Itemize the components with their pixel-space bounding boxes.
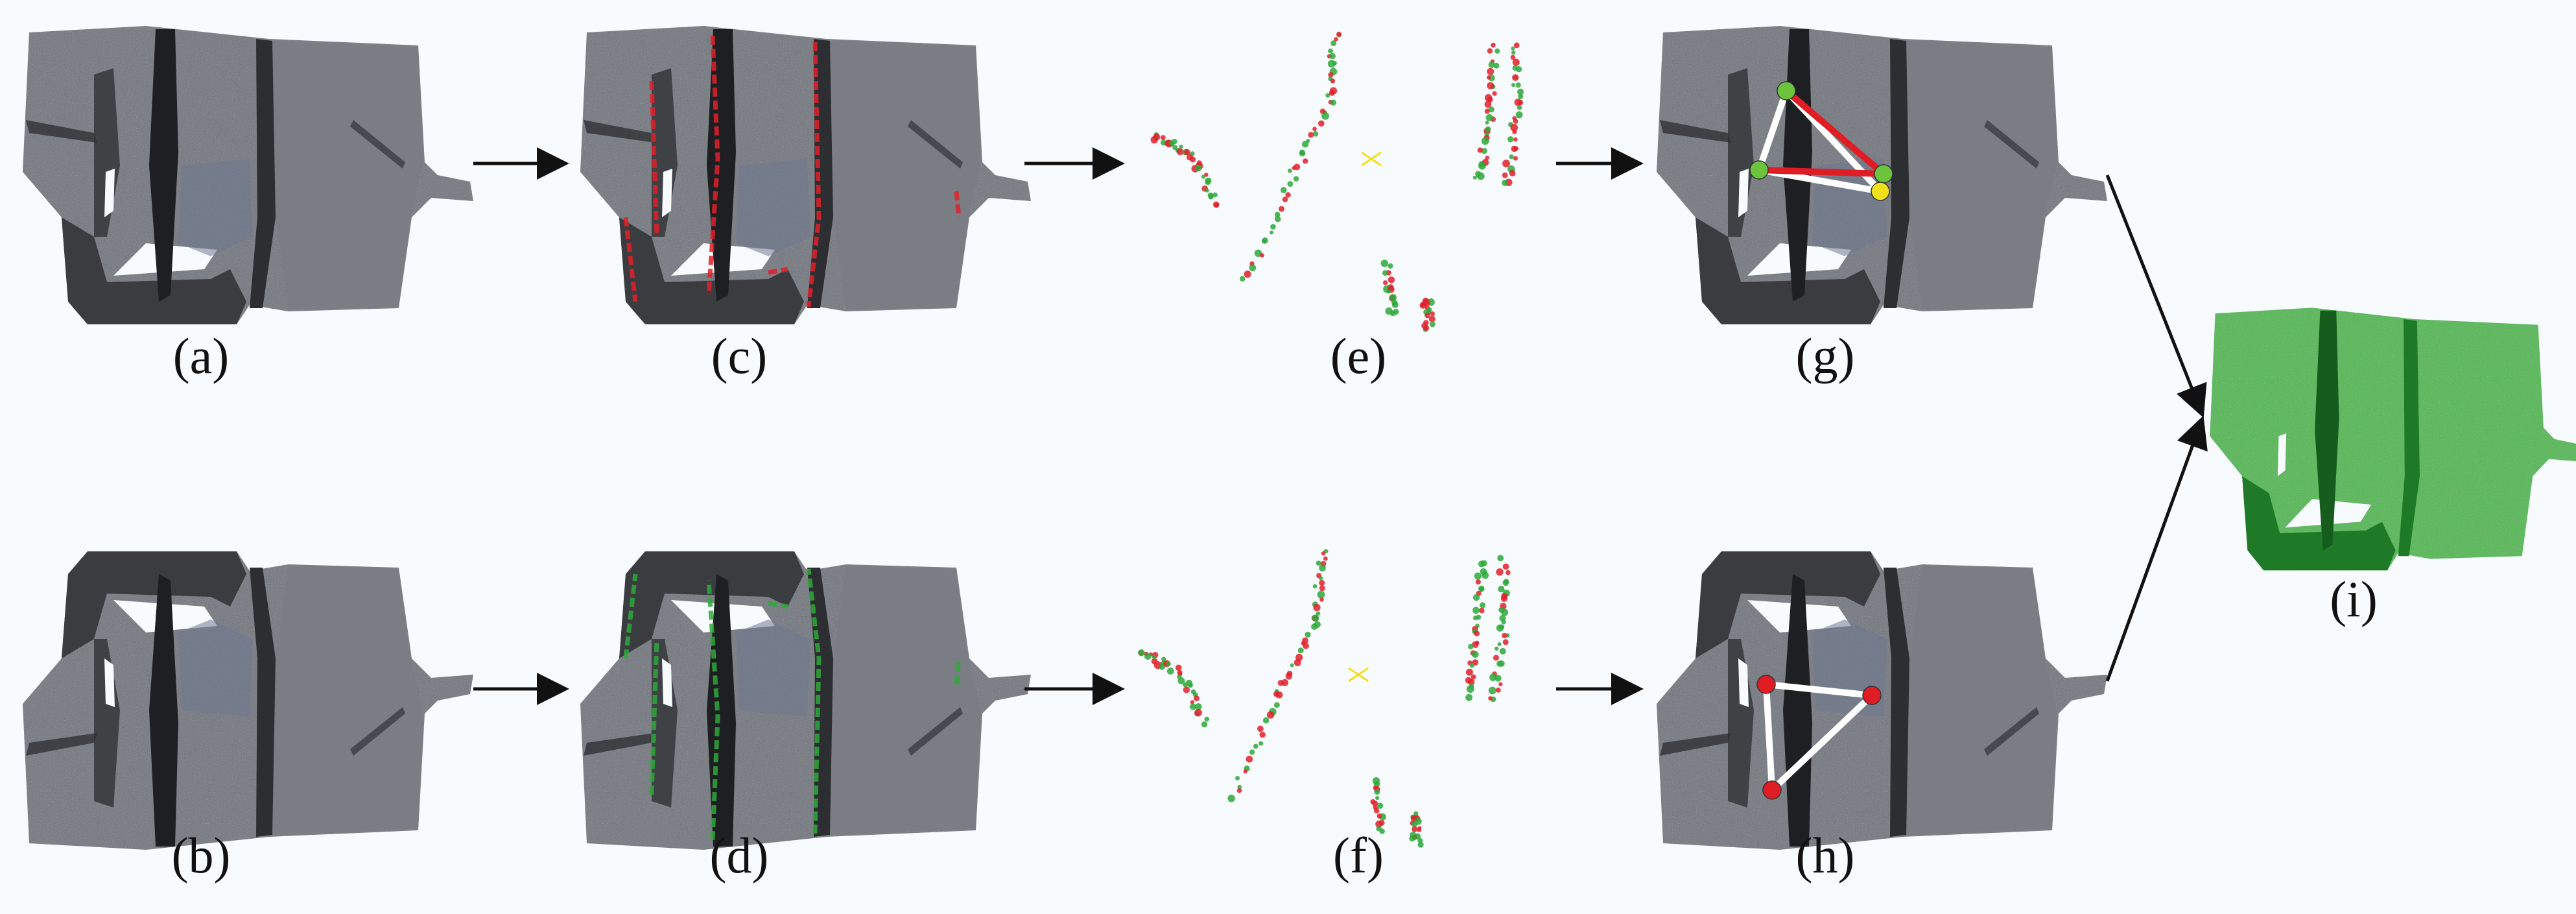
label-e: (e) [1330,328,1387,384]
scan-b [23,551,473,850]
scan-d [580,551,1031,850]
label-h: (h) [1795,827,1855,884]
label-a: (a) [172,328,230,384]
scan-h [1657,551,2107,850]
arrow-h-to-i [2105,415,2208,682]
scan-c [580,26,1031,324]
label-f: (f) [1333,827,1384,884]
sparse-features-e [1150,31,1524,332]
keypoint-triangle-g [1749,81,1893,201]
arrow-g-to-i [2105,174,2207,418]
keypoint-triangle-h [1756,675,1882,800]
label-d: (d) [709,827,769,884]
label-b: (b) [171,827,231,884]
merged-model-i [2210,307,2576,571]
label-c: (c) [711,328,768,384]
label-i: (i) [2330,571,2378,627]
features-c [623,35,962,307]
features-d [623,568,962,841]
scan-a [23,26,473,324]
label-g: (g) [1795,328,1855,384]
sparse-features-f [1138,549,1511,848]
